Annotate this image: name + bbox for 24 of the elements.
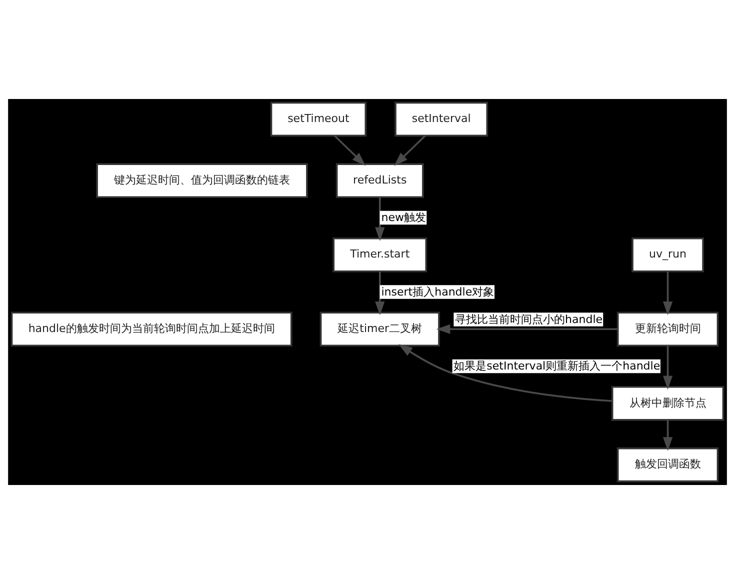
arrow	[394, 135, 426, 166]
node-box: 延迟timer二叉树	[320, 312, 440, 347]
arrow	[662, 346, 673, 390]
edge-label: 如果是setInterval则重新插入一个handle	[454, 360, 660, 373]
node-box: uv_run	[632, 237, 704, 272]
node-box: 键为延迟时间、值为回调函数的链表	[96, 163, 308, 198]
node-box: 触发回调函数	[616, 447, 719, 482]
node-box: 更新轮询时间	[616, 312, 719, 347]
arrow	[334, 135, 366, 166]
arrow	[375, 272, 385, 316]
arrow	[375, 197, 385, 242]
arrow	[398, 344, 612, 402]
arrow	[436, 324, 618, 334]
node-box: Timer.start	[332, 237, 428, 272]
edge-label: insert插入handle对象	[381, 285, 494, 298]
arrow	[662, 420, 673, 451]
arrow	[662, 272, 673, 316]
edge-label: 寻找比当前时间点小的handle	[455, 312, 603, 326]
node-box: 从树中删除节点	[611, 386, 724, 421]
node-box: refedLists	[336, 163, 424, 198]
node-box: setInterval	[394, 102, 488, 137]
node-box: setTimeout	[270, 102, 367, 137]
node-box: handle的触发时间为当前轮询时间点加上延迟时间	[10, 312, 292, 347]
edge-label: new触发	[381, 211, 426, 224]
